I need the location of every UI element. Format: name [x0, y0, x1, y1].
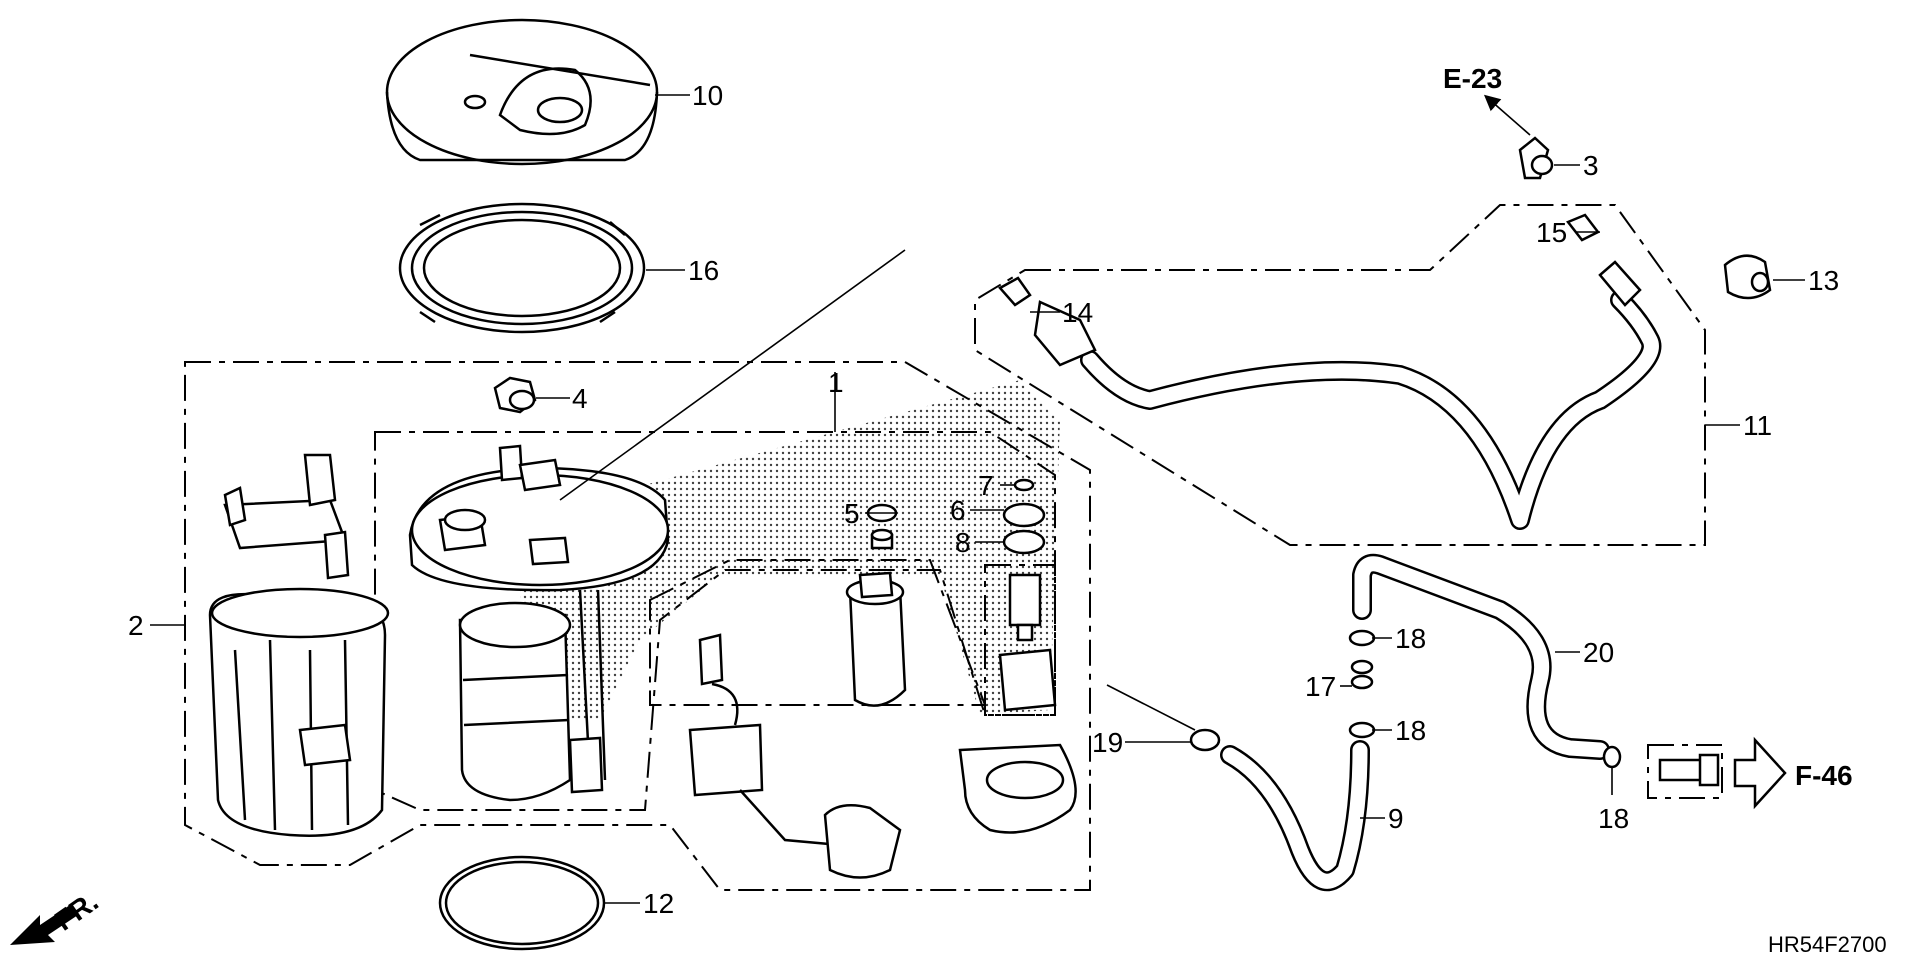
f46-arrow	[1733, 736, 1787, 810]
fuel-level-sender	[688, 633, 902, 879]
leader-lines	[150, 94, 1805, 904]
part-17-joint	[1350, 659, 1374, 690]
direction-label: FR.	[49, 885, 104, 936]
part-15-clip	[1566, 213, 1600, 242]
callout-5: 5	[844, 498, 860, 529]
part-12-gasket	[438, 855, 606, 951]
callout-4: 4	[572, 383, 588, 414]
callout-16: 16	[688, 255, 719, 286]
hose-11-boundary	[974, 204, 1706, 546]
part-13-grommet	[1723, 254, 1772, 300]
e23-arrow	[1483, 94, 1531, 136]
callout-6: 6	[950, 495, 966, 526]
part-8-oring	[1002, 529, 1046, 555]
part-18-clip-upper	[1348, 629, 1376, 647]
quick-connector	[1658, 753, 1720, 787]
part-3-joint	[1518, 136, 1554, 180]
part-7-oring	[1013, 478, 1035, 492]
reference-e23: E-23	[1443, 63, 1502, 94]
part-1-fuel-pump-module	[408, 444, 670, 802]
part-6-oring	[1002, 502, 1046, 528]
front-direction-arrow	[10, 905, 78, 945]
part-16-lock-ring	[398, 202, 646, 334]
callout-9: 9	[1388, 803, 1404, 834]
part-20-hose	[1352, 553, 1610, 760]
callout-15: 15	[1536, 217, 1567, 248]
dotted-hatch	[520, 380, 1060, 720]
fuel-pump-motor	[845, 571, 907, 707]
callout-19: 19	[1092, 727, 1123, 758]
callout-20: 20	[1583, 637, 1614, 668]
part-10-tank-cover	[385, 18, 659, 166]
callout-18-middle: 18	[1395, 715, 1426, 746]
callout-7: 7	[978, 470, 994, 501]
callout-1: 1	[828, 367, 844, 398]
callout-11: 11	[1743, 410, 1772, 441]
connector-18-boundary	[1647, 744, 1723, 799]
callout-12: 12	[643, 888, 674, 919]
part-19-clamp	[1189, 728, 1221, 752]
callout-18-lower: 18	[1598, 803, 1629, 834]
callout-14: 14	[1062, 297, 1093, 328]
part-4-nut	[493, 376, 537, 414]
callout-10: 10	[692, 80, 723, 111]
part-18-clip-middle	[1348, 721, 1376, 739]
part-11-fuel-feed-hose	[1033, 260, 1662, 530]
callout-13: 13	[1808, 265, 1839, 296]
callout-2: 2	[128, 610, 144, 641]
reference-f46: F-46	[1795, 760, 1853, 791]
callout-18-upper: 18	[1395, 623, 1426, 654]
part-14-clip	[998, 276, 1032, 307]
part-18-clip-lower	[1602, 745, 1622, 769]
pressure-regulator	[958, 573, 1077, 834]
part-9-hose	[1220, 740, 1370, 892]
callout-17: 17	[1305, 671, 1336, 702]
callout-8: 8	[955, 527, 971, 558]
diagram-code: HR54F2700	[1768, 932, 1887, 957]
callout-3: 3	[1583, 150, 1599, 181]
part-2-pump-case	[208, 453, 390, 837]
